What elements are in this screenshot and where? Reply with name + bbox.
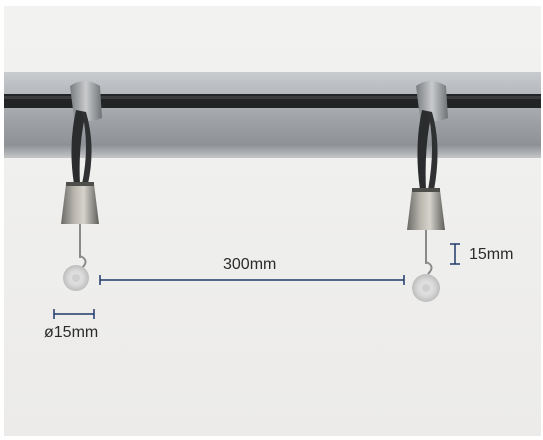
- right-hanger: [407, 81, 448, 302]
- cup-size-label: ø15mm: [44, 324, 99, 341]
- offset-label: 15mm: [469, 246, 514, 263]
- product-photo: 300mm 15mm ø15mm: [4, 6, 541, 436]
- dimension-lines: [53, 243, 460, 319]
- left-hanger: [61, 81, 102, 291]
- photo-illustration: [4, 72, 541, 319]
- center-distance-label: 300mm: [223, 256, 277, 273]
